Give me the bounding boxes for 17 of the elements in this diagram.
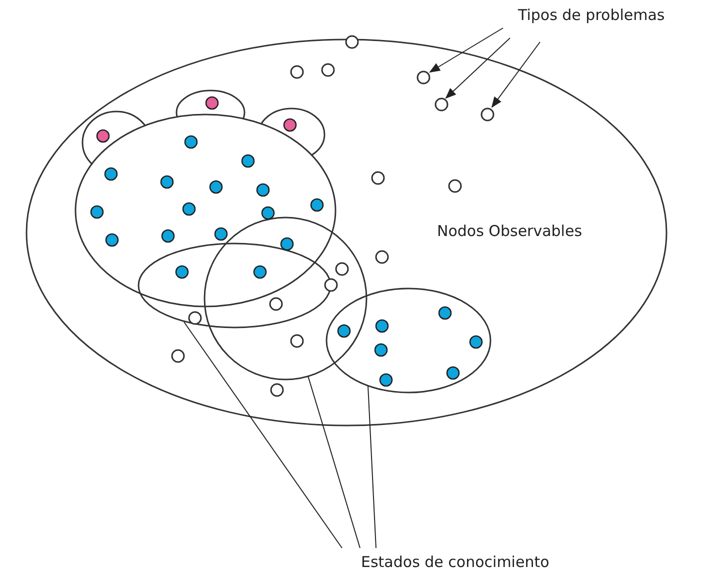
leader-line: [368, 386, 376, 548]
knowledge-state-ellipse: [74, 112, 336, 308]
knowledge-state-ellipse: [324, 286, 492, 394]
annotation-text: Tipos de problemas: [518, 6, 665, 24]
region-label: Nodos Observables: [437, 222, 582, 240]
observable-nodes-ellipse: [24, 38, 668, 426]
leader-line: [184, 322, 342, 548]
arrow: [445, 38, 510, 99]
problem-type-circle: [434, 96, 448, 112]
problem-type-circle: [416, 70, 430, 84]
problem-type-circle: [480, 106, 494, 122]
knowledge-state-ellipse: [136, 242, 332, 328]
leader-line: [308, 376, 360, 548]
annotation-text: Estados de conocimiento: [361, 553, 550, 571]
arrow: [429, 28, 504, 73]
arrow: [491, 42, 540, 108]
knowledge-state-circle: [202, 216, 368, 380]
